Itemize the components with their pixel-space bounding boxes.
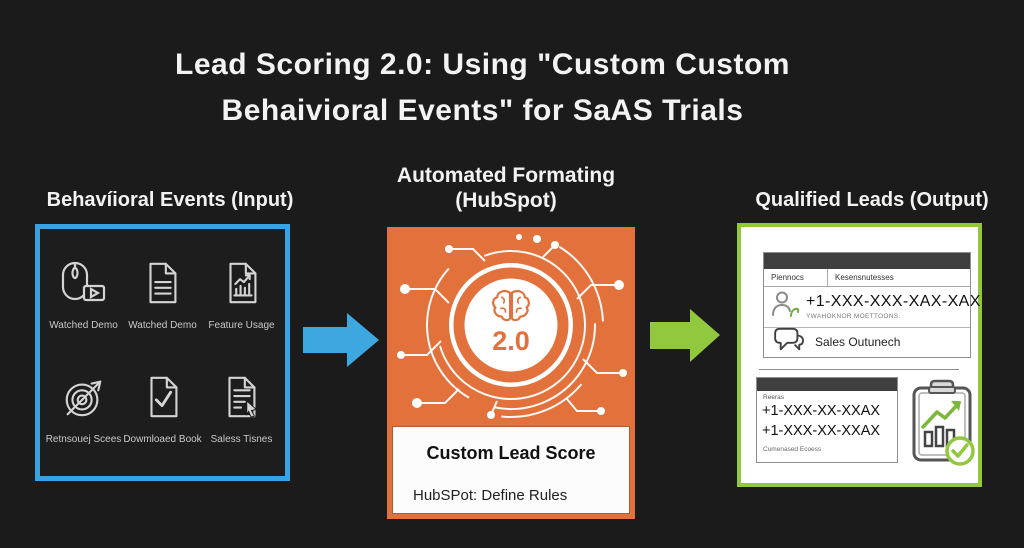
document-cursor-icon [217, 374, 265, 425]
event-label: Watched Demo [49, 320, 118, 332]
event-label: Watched Demo [128, 320, 197, 332]
numbers-card-footer: Cumenased Ecoess [763, 446, 822, 453]
target-arrow-icon [59, 374, 107, 425]
numbers-phone-2: +1-XXX-XX-XXAX [762, 423, 881, 439]
numbers-card: Reeras +1-XXX-XX-XXAX +1-XXX-XX-XXAX Cum… [756, 377, 898, 463]
event-item-watched-demo-1: Watched Demo [49, 260, 118, 331]
document-lines-icon [138, 260, 186, 311]
contact-phone-number: +1-XXX-XXX-XAX-XAX [806, 293, 981, 310]
numbers-card-label: Reeras [763, 394, 784, 401]
process-heading-line1: Automated Formating [396, 164, 616, 187]
output-divider [759, 369, 959, 370]
qualified-leads-panel: Piennocs Kesensnutesses +1-XXX-XXX-XAX-X… [737, 223, 982, 487]
input-column-heading: Behavíioral Events (Input) [46, 189, 294, 211]
event-label: Saless Tisnes [210, 433, 273, 445]
document-check-icon [139, 374, 187, 425]
contact-phone-note: YWAHOKNOR MOETTOONS. [806, 313, 901, 320]
process-to-output-arrow [650, 308, 720, 369]
event-label: Dowmloaed Book [123, 433, 202, 445]
score-box-title: Custom Lead Score [426, 443, 596, 463]
behavioral-events-panel: Watched Demo Watched Demo [35, 224, 290, 481]
score-box-subtitle: HubSPot: Define Rules [413, 487, 568, 504]
mouse-video-icon [57, 260, 109, 311]
event-item-downloaded-book: Dowmloaed Book [123, 374, 202, 445]
custom-lead-score-box: Custom Lead Score HubSPot: Define Rules [392, 426, 630, 514]
version-badge: 2.0 [492, 326, 530, 356]
document-chart-icon [218, 260, 266, 311]
contact-phone-row: +1-XXX-XXX-XAX-XAX YWAHOKNOR MOETTOONS. [764, 286, 980, 328]
numbers-card-header-bar [757, 378, 897, 391]
person-sprout-icon [770, 289, 800, 324]
hubspot-process-panel: 2.0 Custom Lead Score HubSPot: Define Ru… [387, 227, 635, 519]
page-title: Lead Scoring 2.0: Using "Custom Custom B… [0, 42, 965, 134]
event-label: Retnsouej Scees [45, 433, 122, 445]
event-item-sales: Saless Tisnes [210, 374, 273, 445]
output-column-heading: Qualified Leads (Output) [755, 189, 989, 211]
sales-outreach-label: Sales Outunech [815, 335, 901, 349]
contact-card-tab-1: Piennocs [764, 269, 828, 286]
chat-bubbles-icon [774, 327, 806, 358]
page-title-line2: Behaivioral Events" for SaAS Trials [221, 94, 744, 127]
process-heading-line2: (HubSpot) [455, 189, 557, 212]
process-column-heading: Automated Formating (HubSpot) [372, 163, 640, 213]
contact-card-header-bar [764, 253, 970, 269]
page-title-line1: Lead Scoring 2.0: Using "Custom Custom [175, 48, 790, 81]
event-item-watched-demo-2: Watched Demo [128, 260, 197, 331]
contact-card-tab-row: Piennocs Kesensnutesses [764, 269, 970, 287]
event-item-score: Retnsouej Scees [45, 374, 122, 445]
clipboard-growth-icon [907, 377, 977, 472]
contact-phone-col: +1-XXX-XXX-XAX-XAX YWAHOKNOR MOETTOONS. [806, 293, 981, 320]
sales-outreach-row: Sales Outunech [764, 327, 970, 358]
contact-card: Piennocs Kesensnutesses +1-XXX-XXX-XAX-X… [763, 252, 980, 358]
brain-icon [489, 288, 533, 330]
contact-card-tab-2: Kesensnutesses [835, 273, 894, 282]
event-label: Feature Usage [208, 320, 275, 332]
circuit-pattern [387, 227, 635, 431]
input-to-process-arrow [303, 312, 379, 374]
numbers-phone-1: +1-XXX-XX-XXAX [762, 403, 881, 419]
event-item-feature-usage: Feature Usage [208, 260, 275, 332]
